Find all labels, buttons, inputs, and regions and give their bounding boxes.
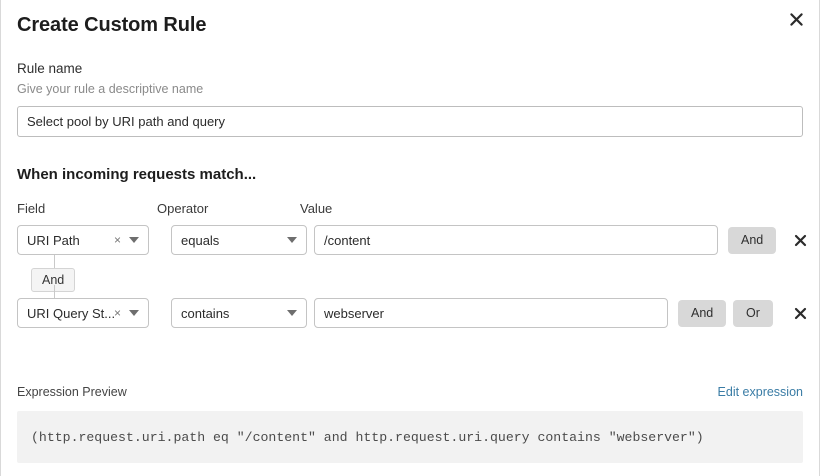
column-header-field: Field	[17, 201, 46, 216]
field-select-2[interactable]: URI Query St... ×	[17, 298, 149, 328]
operator-select-1-value: equals	[181, 232, 220, 248]
clear-field-icon[interactable]: ×	[113, 233, 121, 247]
and-button-1[interactable]: And	[728, 227, 777, 254]
chevron-down-icon	[287, 237, 297, 243]
delete-condition-1-icon[interactable]	[789, 229, 811, 251]
or-button-2[interactable]: Or	[733, 300, 773, 327]
operator-select-2-value: contains	[181, 305, 230, 321]
expression-preview-section: Expression Preview Edit expression (http…	[1, 382, 819, 463]
chevron-down-icon	[129, 310, 139, 316]
rule-name-label: Rule name	[17, 61, 83, 76]
connector-line-top	[54, 255, 55, 268]
expression-preview-title: Expression Preview	[17, 385, 127, 399]
condition-rows: And URI Path × equals And	[17, 225, 806, 335]
field-select-1[interactable]: URI Path ×	[17, 225, 149, 255]
operator-select-1[interactable]: equals	[171, 225, 307, 255]
close-icon[interactable]	[783, 6, 809, 32]
edit-expression-link[interactable]: Edit expression	[717, 385, 803, 399]
match-heading: When incoming requests match...	[17, 166, 257, 183]
field-select-1-value: URI Path	[27, 232, 80, 248]
delete-condition-2-icon[interactable]	[789, 302, 811, 324]
column-header-value: Value	[300, 201, 333, 216]
rule-name-section: Rule name Give your rule a descriptive n…	[1, 60, 819, 335]
condition-row: URI Query St... × contains And Or	[17, 298, 806, 328]
rule-name-input[interactable]	[17, 106, 803, 137]
and-button-2[interactable]: And	[678, 300, 727, 327]
dialog-header: Create Custom Rule	[1, 0, 819, 38]
value-input-1[interactable]	[314, 225, 718, 255]
condition-row: URI Path × equals And	[17, 225, 806, 255]
page-title: Create Custom Rule	[17, 14, 207, 36]
connector-and-badge[interactable]: And	[31, 268, 76, 292]
clear-field-icon[interactable]: ×	[113, 306, 121, 320]
expression-preview-header: Expression Preview Edit expression	[17, 382, 803, 402]
operator-select-2[interactable]: contains	[171, 298, 307, 328]
chevron-down-icon	[287, 310, 297, 316]
value-input-2[interactable]	[314, 298, 668, 328]
expression-preview-code: (http.request.uri.path eq "/content" and…	[17, 411, 803, 463]
chevron-down-icon	[129, 237, 139, 243]
column-header-operator: Operator	[157, 201, 209, 216]
condition-column-headers: Field Operator Value	[17, 201, 803, 219]
rule-name-help: Give your rule a descriptive name	[17, 82, 204, 96]
connector-line-bottom	[54, 285, 55, 298]
field-select-2-value: URI Query St...	[27, 305, 116, 321]
